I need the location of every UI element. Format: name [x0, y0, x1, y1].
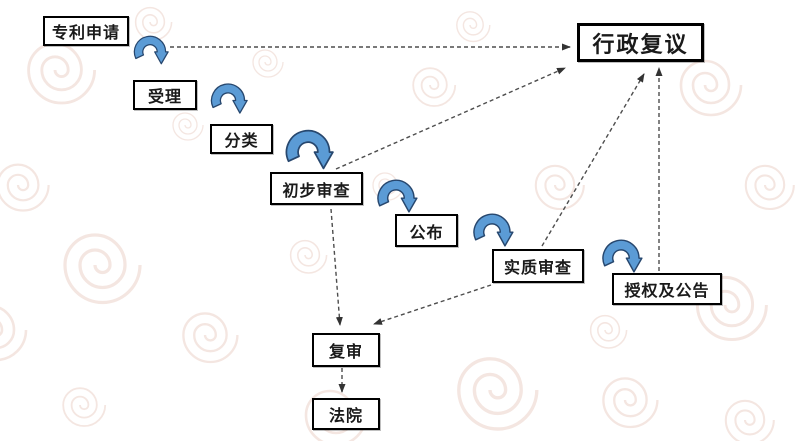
connector-preliminary-exam-to-administrative-review: [335, 67, 566, 170]
flow-arrow-acceptance-to-classification: [210, 83, 248, 114]
flow-arrow-classification-to-preliminary-exam: [285, 129, 334, 170]
connector-substantive-exam-to-administrative-review: [541, 73, 645, 247]
flow-arrow-preliminary-exam-to-publication: [377, 179, 418, 213]
flow-arrow-substantive-exam-to-grant: [601, 239, 644, 273]
flow-arrow-application-to-acceptance: [133, 35, 169, 65]
flow-arrow-publication-to-substantive-exam: [473, 213, 514, 247]
connector-substantive-exam-to-reexamination: [373, 284, 492, 325]
connector-preliminary-exam-to-reexamination: [330, 208, 343, 326]
